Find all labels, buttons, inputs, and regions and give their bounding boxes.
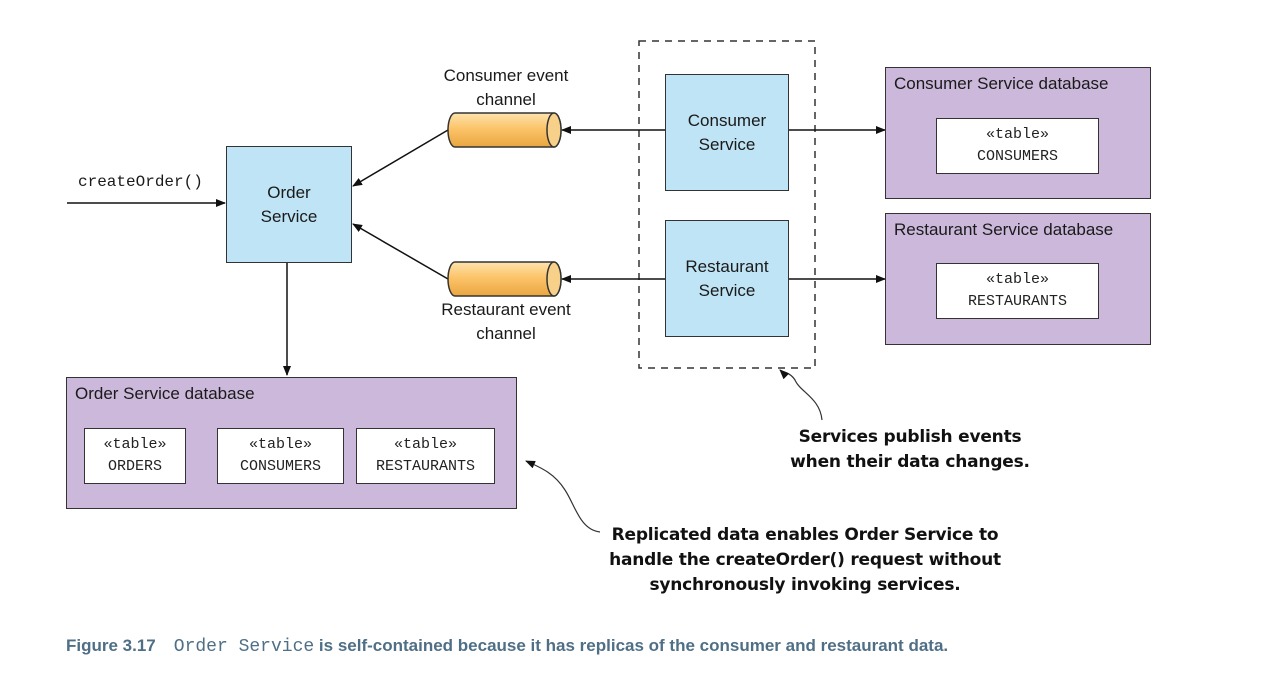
table-stereotype: «table» [393, 436, 457, 453]
publish-note-line2: when their data changes. [790, 452, 1030, 472]
figure-number: Figure 3.17 [66, 636, 156, 655]
order-service-database[interactable]: Order Service database «table» ORDERS «t… [66, 377, 517, 509]
table-name: RESTAURANTS [967, 293, 1068, 310]
publish-note-line1: Services publish events [798, 427, 1022, 447]
consumer-db-title: Consumer Service database [894, 74, 1109, 93]
consumer-service-line2: Service [698, 134, 756, 154]
table-name: ORDERS [107, 458, 162, 475]
restaurant-db-restaurants-table[interactable]: «table» RESTAURANTS [936, 263, 1099, 319]
order-db-consumers-replica-table[interactable]: «table» CONSUMERS [217, 428, 344, 484]
replicated-note-pointer [525, 460, 601, 533]
restaurant-service-box[interactable]: Restaurant Service [665, 220, 789, 337]
order-service-line1: Order [267, 182, 311, 202]
consumer-channel-label-line1: Consumer event [443, 66, 569, 85]
restaurant-channel-to-order-service-arrow [352, 223, 449, 280]
services-dashed-group [638, 40, 816, 369]
restaurant-service-database[interactable]: Restaurant Service database «table» REST… [885, 213, 1151, 345]
replicated-note-line1: Replicated data enables Order Service to [611, 525, 999, 545]
table-name: CONSUMERS [976, 148, 1058, 165]
table-name: CONSUMERS [239, 458, 321, 475]
consumer-channel-label-line2: channel [476, 90, 536, 109]
replicated-note-line2: handle the createOrder() request without [609, 550, 1001, 570]
figure-caption: Figure 3.17 Order Service is self-contain… [66, 636, 948, 657]
order-service-box[interactable]: Order Service [226, 146, 352, 263]
consumer-service-line1: Consumer [687, 110, 767, 130]
consumer-service-box[interactable]: Consumer Service [665, 74, 789, 191]
replicated-data-note: Replicated data enables Order Service to… [590, 523, 1020, 598]
consumer-channel-to-order-service-arrow [352, 129, 449, 187]
consumer-event-channel [447, 112, 562, 148]
consumer-service-database[interactable]: Consumer Service database «table» CONSUM… [885, 67, 1151, 199]
table-stereotype: «table» [985, 126, 1049, 143]
create-order-label: createOrder() [78, 173, 203, 191]
caption-text: is self-contained because it has replica… [314, 636, 949, 655]
order-db-title: Order Service database [75, 384, 255, 403]
restaurant-channel-label-line2: channel [476, 324, 536, 343]
restaurant-channel-label: Restaurant event channel [425, 298, 587, 346]
order-service-line2: Service [260, 206, 318, 226]
consumer-channel-label: Consumer event channel [430, 64, 582, 112]
table-stereotype: «table» [248, 436, 312, 453]
publish-events-note: Services publish events when their data … [760, 425, 1060, 475]
restaurant-channel-label-line1: Restaurant event [441, 300, 571, 319]
order-db-restaurants-replica-table[interactable]: «table» RESTAURANTS [356, 428, 495, 484]
publish-note-pointer [779, 369, 823, 421]
consumer-db-consumers-table[interactable]: «table» CONSUMERS [936, 118, 1099, 174]
restaurant-db-title: Restaurant Service database [894, 220, 1114, 239]
replicated-note-line3: synchronously invoking services. [649, 575, 961, 595]
restaurant-service-line1: Restaurant [685, 256, 769, 276]
order-db-orders-table[interactable]: «table» ORDERS [84, 428, 186, 484]
caption-code: Order Service [173, 637, 315, 657]
restaurant-service-line2: Service [698, 280, 756, 300]
table-stereotype: «table» [985, 271, 1049, 288]
restaurant-event-channel [447, 261, 562, 297]
table-name: RESTAURANTS [375, 458, 476, 475]
table-stereotype: «table» [103, 436, 167, 453]
